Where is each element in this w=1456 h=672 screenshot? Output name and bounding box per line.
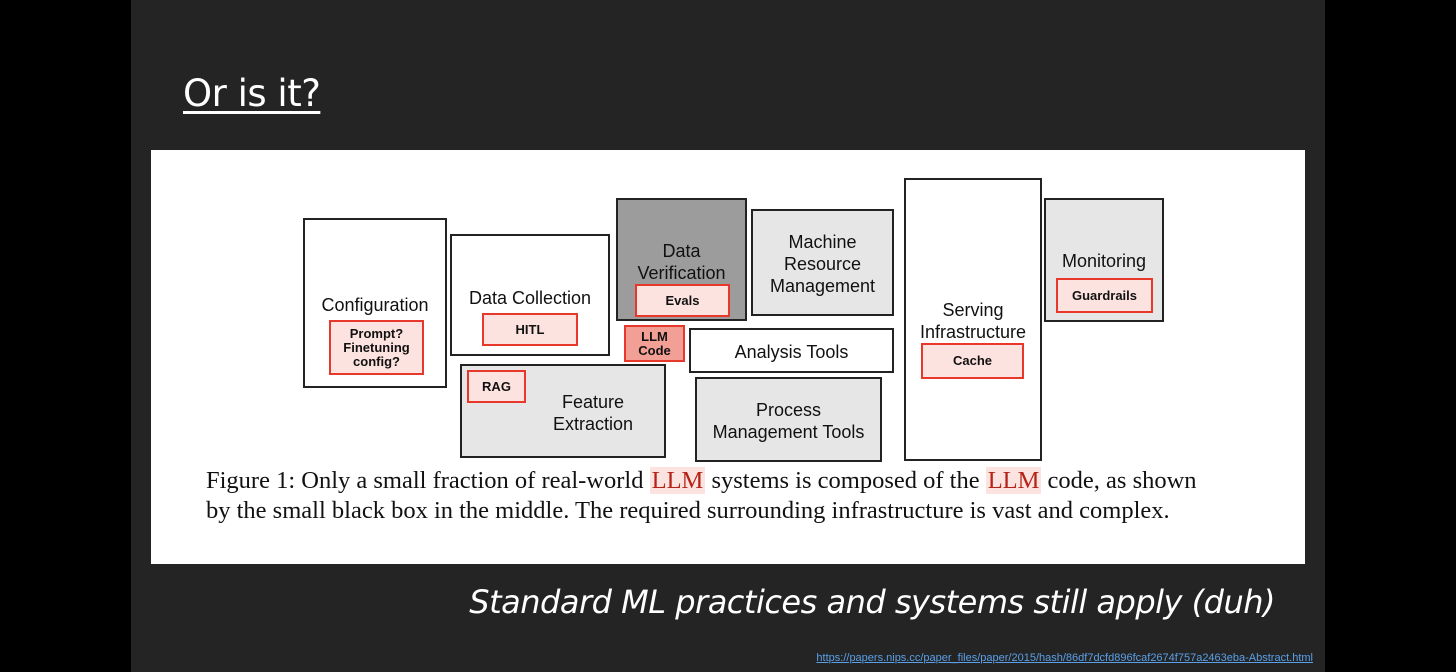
feature-extraction-box: RAG Feature Extraction xyxy=(460,364,666,458)
serving-infrastructure-tag: Cache xyxy=(921,343,1024,379)
machine-resource-box: Machine Resource Management xyxy=(751,209,894,316)
serving-infrastructure-label: Serving Infrastructure xyxy=(919,300,1027,342)
slide: Or is it? Configuration Prompt? Finetuni… xyxy=(131,0,1325,672)
monitoring-label: Monitoring xyxy=(1061,251,1147,271)
feature-extraction-label: Feature Extraction xyxy=(552,392,634,434)
configuration-box: Configuration Prompt? Finetuning config? xyxy=(303,218,447,388)
caption-highlight-1: LLM xyxy=(649,467,706,494)
source-link[interactable]: https://papers.nips.cc/paper_files/paper… xyxy=(816,652,1313,664)
data-collection-tag: HITL xyxy=(482,313,578,346)
data-verification-tag: Evals xyxy=(635,284,730,317)
analysis-tools-label: Analysis Tools xyxy=(734,342,849,362)
caption-line-2: by the small black box in the middle. Th… xyxy=(206,497,1170,524)
configuration-label: Configuration xyxy=(321,295,429,315)
caption-line-1: Figure 1: Only a small fraction of real-… xyxy=(206,466,1276,496)
monitoring-box: Monitoring Guardrails xyxy=(1044,198,1164,322)
slide-footer: Standard ML practices and systems still … xyxy=(469,583,1275,621)
figure-caption: Figure 1: Only a small fraction of real-… xyxy=(206,466,1276,526)
llm-code-box: LLM Code xyxy=(624,325,685,362)
data-verification-label: Data Verification xyxy=(637,241,726,283)
analysis-tools-box: Analysis Tools xyxy=(689,328,894,373)
feature-extraction-tag: RAG xyxy=(467,370,526,403)
configuration-tag: Prompt? Finetuning config? xyxy=(329,320,424,375)
slide-title: Or is it? xyxy=(183,72,321,115)
process-management-box: Process Management Tools xyxy=(695,377,882,462)
monitoring-tag: Guardrails xyxy=(1056,278,1153,313)
caption-text-c: code, as shown xyxy=(1047,467,1197,494)
caption-highlight-2: LLM xyxy=(985,467,1042,494)
process-management-label: Process Management Tools xyxy=(712,400,865,442)
data-verification-box: Data Verification Evals xyxy=(616,198,747,321)
caption-text-b: systems is composed of the xyxy=(711,467,980,494)
machine-resource-label: Machine Resource Management xyxy=(769,232,876,296)
caption-text-a: Figure 1: Only a small fraction of real-… xyxy=(206,467,644,494)
data-collection-box: Data Collection HITL xyxy=(450,234,610,356)
serving-infrastructure-box: Serving Infrastructure Cache xyxy=(904,178,1042,461)
data-collection-label: Data Collection xyxy=(468,288,592,308)
figure-image: Configuration Prompt? Finetuning config?… xyxy=(151,150,1305,564)
